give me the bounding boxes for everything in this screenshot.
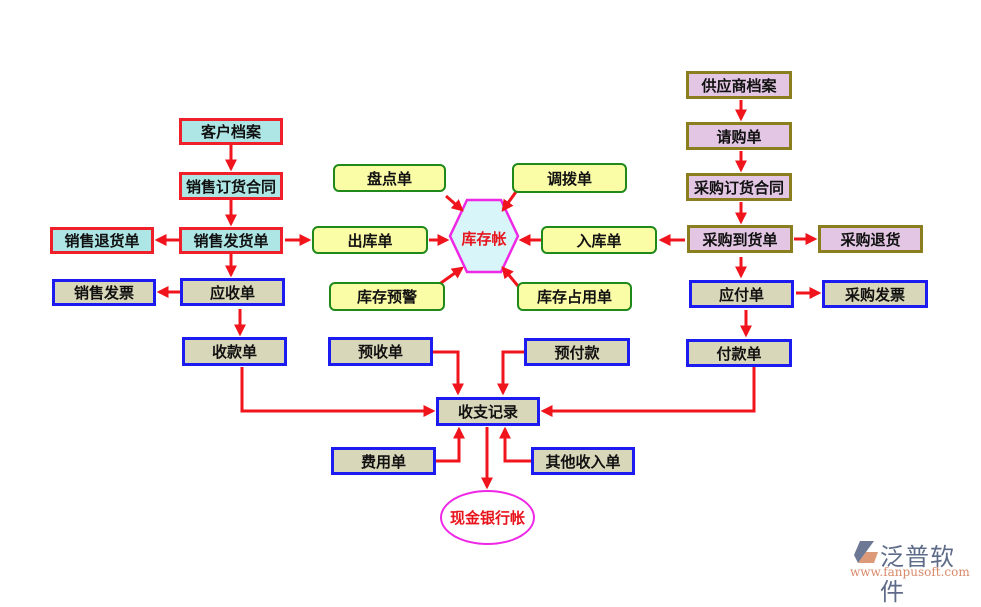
label: 盘点单: [366, 169, 412, 188]
label: 采购发票: [844, 285, 905, 304]
label: 调拨单: [546, 169, 592, 188]
customer-file-box[interactable]: 客户档案: [179, 118, 283, 145]
label: 出库单: [347, 231, 393, 250]
label: 预收单: [357, 343, 403, 361]
purchase-return-box[interactable]: 采购退货: [818, 225, 923, 253]
inventory-ledger-label[interactable]: 库存帐: [461, 230, 507, 248]
label: 收款单: [211, 343, 257, 361]
stock-occupancy-box[interactable]: 库存占用单: [517, 282, 632, 311]
label: 采购到货单: [702, 230, 778, 249]
logo: 泛普软件 www.fanpusoft.com: [850, 537, 978, 606]
label: 采购订货合同: [693, 178, 784, 197]
expense-box[interactable]: 费用单: [331, 447, 436, 475]
flow-arrows: [154, 100, 822, 490]
purchase-contract-box[interactable]: 采购订货合同: [686, 173, 792, 201]
advance-receipt-box[interactable]: 预收单: [328, 337, 433, 366]
logo-icon: [854, 541, 878, 563]
outbound-box[interactable]: 出库单: [312, 226, 428, 254]
label: 销售发货单: [193, 232, 269, 250]
label: 应付单: [718, 285, 764, 304]
label: 销售退货单: [64, 232, 140, 250]
label: 收支记录: [457, 403, 518, 421]
arrow: [501, 266, 520, 287]
supplier-file-box[interactable]: 供应商档案: [686, 71, 792, 99]
arrow: [540, 367, 756, 417]
payment-box[interactable]: 付款单: [686, 339, 792, 367]
label: 现金银行帐: [449, 509, 525, 527]
label: 销售发票: [73, 284, 134, 302]
transfer-box[interactable]: 调拨单: [512, 163, 627, 193]
cash-bank-ledger-ellipse[interactable]: 现金银行帐: [440, 490, 535, 545]
sales-return-box[interactable]: 销售退货单: [50, 227, 154, 254]
requisition-box[interactable]: 请购单: [686, 122, 792, 150]
label: 销售订货合同: [185, 177, 276, 196]
label: 库存预警: [356, 288, 417, 306]
label: 供应商档案: [701, 76, 777, 95]
arrow: [240, 367, 436, 417]
label: 库存占用单: [536, 288, 612, 306]
arrow: [433, 350, 464, 396]
sales-contract-box[interactable]: 销售订货合同: [179, 172, 283, 200]
label: 付款单: [716, 344, 762, 363]
receivable-box[interactable]: 应收单: [180, 278, 285, 306]
other-income-box[interactable]: 其他收入单: [531, 447, 635, 475]
logo-url: www.fanpusoft.com: [850, 565, 970, 579]
sales-delivery-box[interactable]: 销售发货单: [179, 227, 283, 254]
label: 采购退货: [840, 230, 901, 249]
inbound-box[interactable]: 入库单: [541, 226, 657, 254]
label: 其他收入单: [545, 452, 621, 471]
purchase-invoice-box[interactable]: 采购发票: [822, 280, 928, 308]
arrow: [497, 350, 524, 396]
label: 请购单: [716, 127, 762, 146]
label: 入库单: [576, 231, 622, 250]
arrow: [499, 426, 531, 463]
label: 费用单: [360, 452, 406, 471]
inventory-ledger-hexagon: [448, 198, 520, 274]
label: 应收单: [209, 283, 255, 302]
purchase-arrival-box[interactable]: 采购到货单: [687, 225, 793, 253]
arrow: [445, 194, 464, 212]
payable-box[interactable]: 应付单: [689, 280, 794, 308]
label: 预付款: [554, 343, 600, 362]
sales-invoice-box[interactable]: 销售发票: [52, 279, 156, 306]
label: 客户档案: [200, 123, 261, 141]
stocktake-box[interactable]: 盘点单: [333, 164, 446, 192]
arrow: [436, 426, 465, 463]
cash-record-box[interactable]: 收支记录: [436, 397, 540, 426]
advance-payment-box[interactable]: 预付款: [524, 338, 630, 366]
receipt-box[interactable]: 收款单: [182, 337, 287, 366]
stock-warning-box[interactable]: 库存预警: [329, 282, 445, 311]
